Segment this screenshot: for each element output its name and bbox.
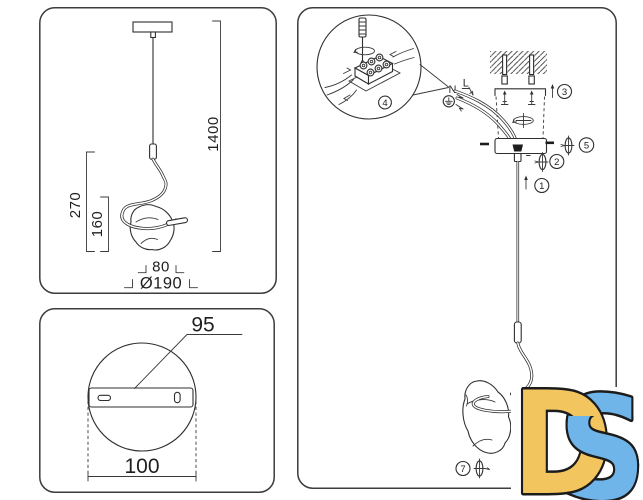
bracket-slot-horizontal	[97, 394, 112, 402]
step-3-marker: 3	[550, 83, 573, 100]
spiral-tube-side	[120, 143, 189, 231]
rod-sleeve	[513, 321, 522, 344]
screwdriver-icon	[353, 17, 375, 64]
shade-crossbar	[165, 217, 189, 226]
dim-160-label: 160	[89, 211, 106, 238]
step-1-number: 1	[539, 181, 544, 192]
step-7-number: 7	[460, 464, 465, 475]
dim-80-label: 80	[152, 259, 170, 276]
step-4-number: 4	[382, 98, 387, 109]
detail-wires	[324, 48, 415, 105]
panel-side-view-diagram: 1400 270 160 80 Ø190	[39, 7, 277, 294]
detail-leader-lines	[412, 64, 449, 96]
ceiling-canopy-installation	[480, 137, 554, 163]
ground-icon	[442, 95, 455, 108]
logo-backing	[511, 387, 643, 500]
suspension-rod	[513, 161, 522, 344]
step-1-marker: 1	[524, 175, 550, 194]
dimension-canopy-diameter: 100	[87, 401, 197, 482]
dimension-bar-width: 80	[137, 259, 185, 276]
dim-95-label: 95	[191, 314, 214, 337]
rotate-gesture-icon	[512, 113, 534, 128]
neutral-wire-label: N	[449, 84, 457, 96]
cable-gland	[512, 144, 523, 152]
logo-letter-d: D	[512, 380, 612, 500]
screw-icon	[534, 152, 549, 172]
terminal-block	[348, 53, 401, 92]
step-5-number: 5	[584, 140, 589, 151]
panel-border	[39, 308, 275, 493]
ceiling-canopy-side	[132, 21, 173, 39]
step-7-marker: 7	[455, 458, 490, 479]
wiring-detail-circle: 4	[316, 14, 422, 120]
bracket-slot-vertical	[173, 391, 181, 404]
panel-installation-diagram: 4 N L	[297, 7, 617, 489]
step-3-number: 3	[562, 87, 567, 98]
dimension-shade-height: 160	[89, 196, 109, 252]
ds-logo-watermark: S D S	[510, 380, 643, 500]
dim-190-label: Ø190	[140, 275, 182, 293]
mounting-bracket-top	[88, 387, 194, 408]
dimension-shade-diameter: Ø190	[124, 275, 198, 293]
wire-labels: N L	[442, 78, 474, 112]
screw-icon	[560, 135, 575, 156]
logo-letter-s: S	[559, 380, 643, 500]
dim-100-label: 100	[124, 455, 159, 478]
mains-wires	[453, 89, 519, 147]
canopy-circle-top	[87, 342, 197, 452]
panel-border	[39, 7, 277, 294]
dim-1400-label: 1400	[205, 116, 222, 151]
live-wire-label: L	[463, 78, 469, 90]
panel-border	[297, 7, 617, 489]
panel-top-view-diagram: 95 100	[39, 308, 275, 493]
bracket-screws	[500, 90, 536, 105]
step-2-marker: 2	[534, 152, 565, 172]
step-5-marker: 5	[560, 135, 595, 156]
dimension-fixture-height: 270	[67, 151, 95, 252]
step-4-marker: 4	[378, 95, 392, 110]
mounting-bracket	[494, 88, 547, 97]
stone-shade-installation	[462, 380, 512, 454]
logo-letter-s-weave: S	[559, 380, 643, 500]
dimension-overall-drop: 1400	[205, 20, 222, 252]
wall-plugs	[501, 54, 535, 85]
dimension-bracket-length: 95	[134, 314, 243, 389]
dim-270-label: 270	[67, 192, 84, 219]
projection-lines	[495, 96, 545, 139]
ceiling-hatch	[490, 51, 547, 74]
screw-icon	[473, 458, 490, 479]
step-2-number: 2	[554, 157, 559, 168]
